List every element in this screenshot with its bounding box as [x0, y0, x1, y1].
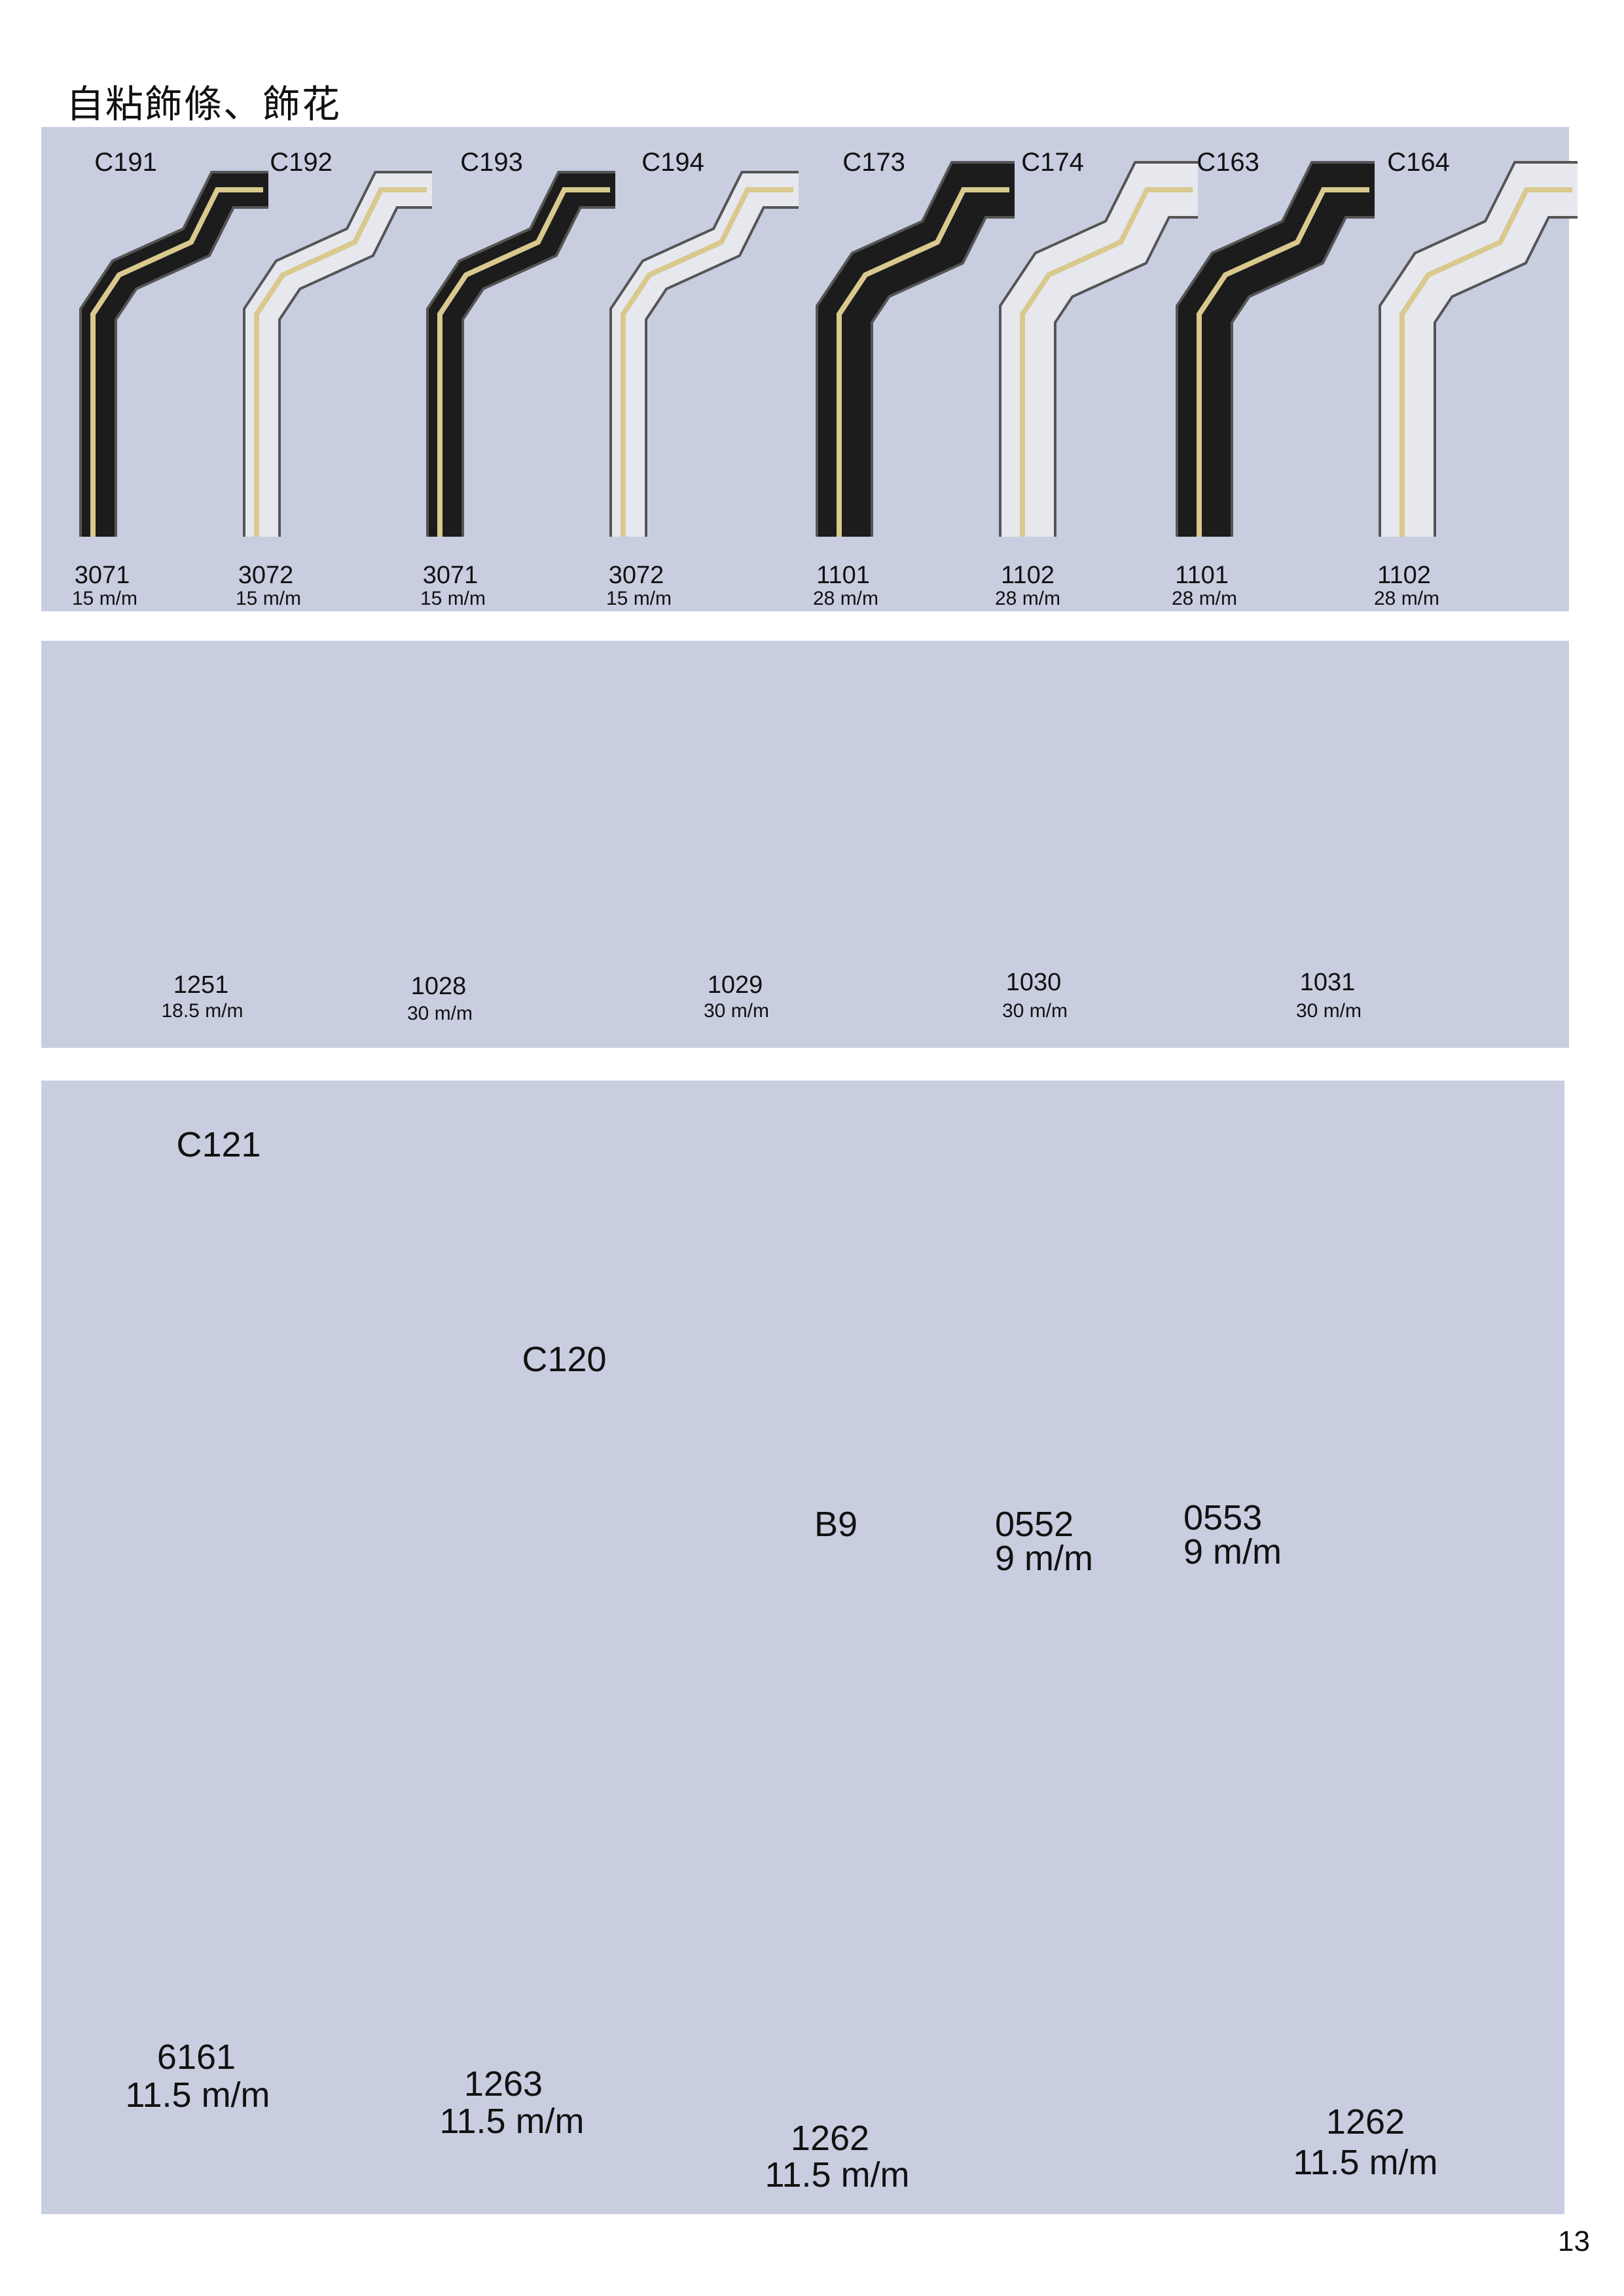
product-number: 1031: [1299, 969, 1356, 996]
product-number: 3071: [422, 562, 478, 589]
product-number: 3072: [238, 562, 294, 589]
page-number: 13: [1558, 2225, 1590, 2257]
product-number: 1030: [1005, 969, 1062, 996]
corner-trim-C193: [429, 173, 615, 537]
product-size: 28 m/m: [1171, 588, 1238, 609]
product-number: 1029: [707, 971, 763, 999]
flat-trim-panel: [41, 641, 1569, 1048]
product-code: C192: [270, 148, 333, 177]
corner-trim-gold-line: [254, 187, 427, 537]
corner-trim-gold-line: [437, 187, 610, 537]
product-code: 0553: [1183, 1498, 1263, 1537]
product-size: 18.5 m/m: [161, 1000, 244, 1022]
corner-trim-C192: [245, 173, 432, 537]
product-code: C194: [641, 148, 704, 177]
product-number: 1262: [1326, 2102, 1405, 2142]
product-number: 3071: [74, 562, 130, 589]
product-size: 15 m/m: [235, 588, 302, 609]
corner-trim-C164: [1381, 164, 1578, 537]
product-size: 30 m/m: [406, 1003, 473, 1024]
product-size: 15 m/m: [71, 588, 138, 609]
product-size: 28 m/m: [994, 588, 1061, 609]
product-size: 30 m/m: [1295, 1000, 1362, 1022]
corner-trim-gold-line: [621, 187, 793, 537]
corner-trim-C173: [818, 164, 1015, 537]
corner-trim-gold-line: [1197, 187, 1369, 537]
product-code: C174: [1021, 148, 1084, 177]
product-size: 15 m/m: [420, 588, 486, 609]
product-code: C121: [176, 1125, 261, 1164]
corner-trim-gold-line: [837, 187, 1009, 537]
product-size: 11.5 m/m: [1293, 2143, 1438, 2182]
corner-trim-gold-line: [1020, 187, 1193, 537]
product-number: 1263: [463, 2064, 543, 2104]
product-number: 1028: [410, 973, 467, 1000]
corner-trim-gold-line: [1399, 187, 1572, 537]
product-number: 1101: [1175, 562, 1229, 589]
product-number: 1102: [1001, 562, 1055, 589]
product-code: C164: [1387, 148, 1450, 177]
product-code: 0552: [995, 1505, 1074, 1544]
product-number: 3072: [608, 562, 664, 589]
product-size: 30 m/m: [1001, 1000, 1068, 1022]
product-number: 1251: [173, 971, 229, 999]
product-code: C191: [94, 148, 157, 177]
product-size: 9 m/m: [995, 1539, 1094, 1578]
product-size: 11.5 m/m: [765, 2155, 910, 2195]
corner-trim-C174: [1001, 164, 1198, 537]
product-number: 6161: [156, 2037, 236, 2077]
product-size: 9 m/m: [1183, 1532, 1282, 1571]
product-code: C163: [1197, 148, 1259, 177]
product-code: C120: [522, 1340, 607, 1379]
product-code: C193: [460, 148, 523, 177]
corner-trim-C194: [612, 173, 799, 537]
corner-trim-C163: [1178, 164, 1375, 537]
page-title: 自粘飾條、飾花: [66, 82, 342, 126]
product-number: 1102: [1377, 562, 1431, 589]
ornament-panel: [41, 1081, 1564, 2214]
product-size: 30 m/m: [703, 1000, 770, 1022]
product-code: B9: [814, 1505, 858, 1544]
product-size: 15 m/m: [605, 588, 672, 609]
corner-trim-gold-line: [90, 187, 263, 537]
product-size: 28 m/m: [1373, 588, 1440, 609]
product-number: 1262: [790, 2119, 870, 2158]
product-code: C173: [842, 148, 905, 177]
product-size: 28 m/m: [812, 588, 879, 609]
product-size: 11.5 m/m: [125, 2075, 270, 2115]
product-number: 1101: [816, 562, 870, 589]
product-size: 11.5 m/m: [439, 2102, 585, 2141]
